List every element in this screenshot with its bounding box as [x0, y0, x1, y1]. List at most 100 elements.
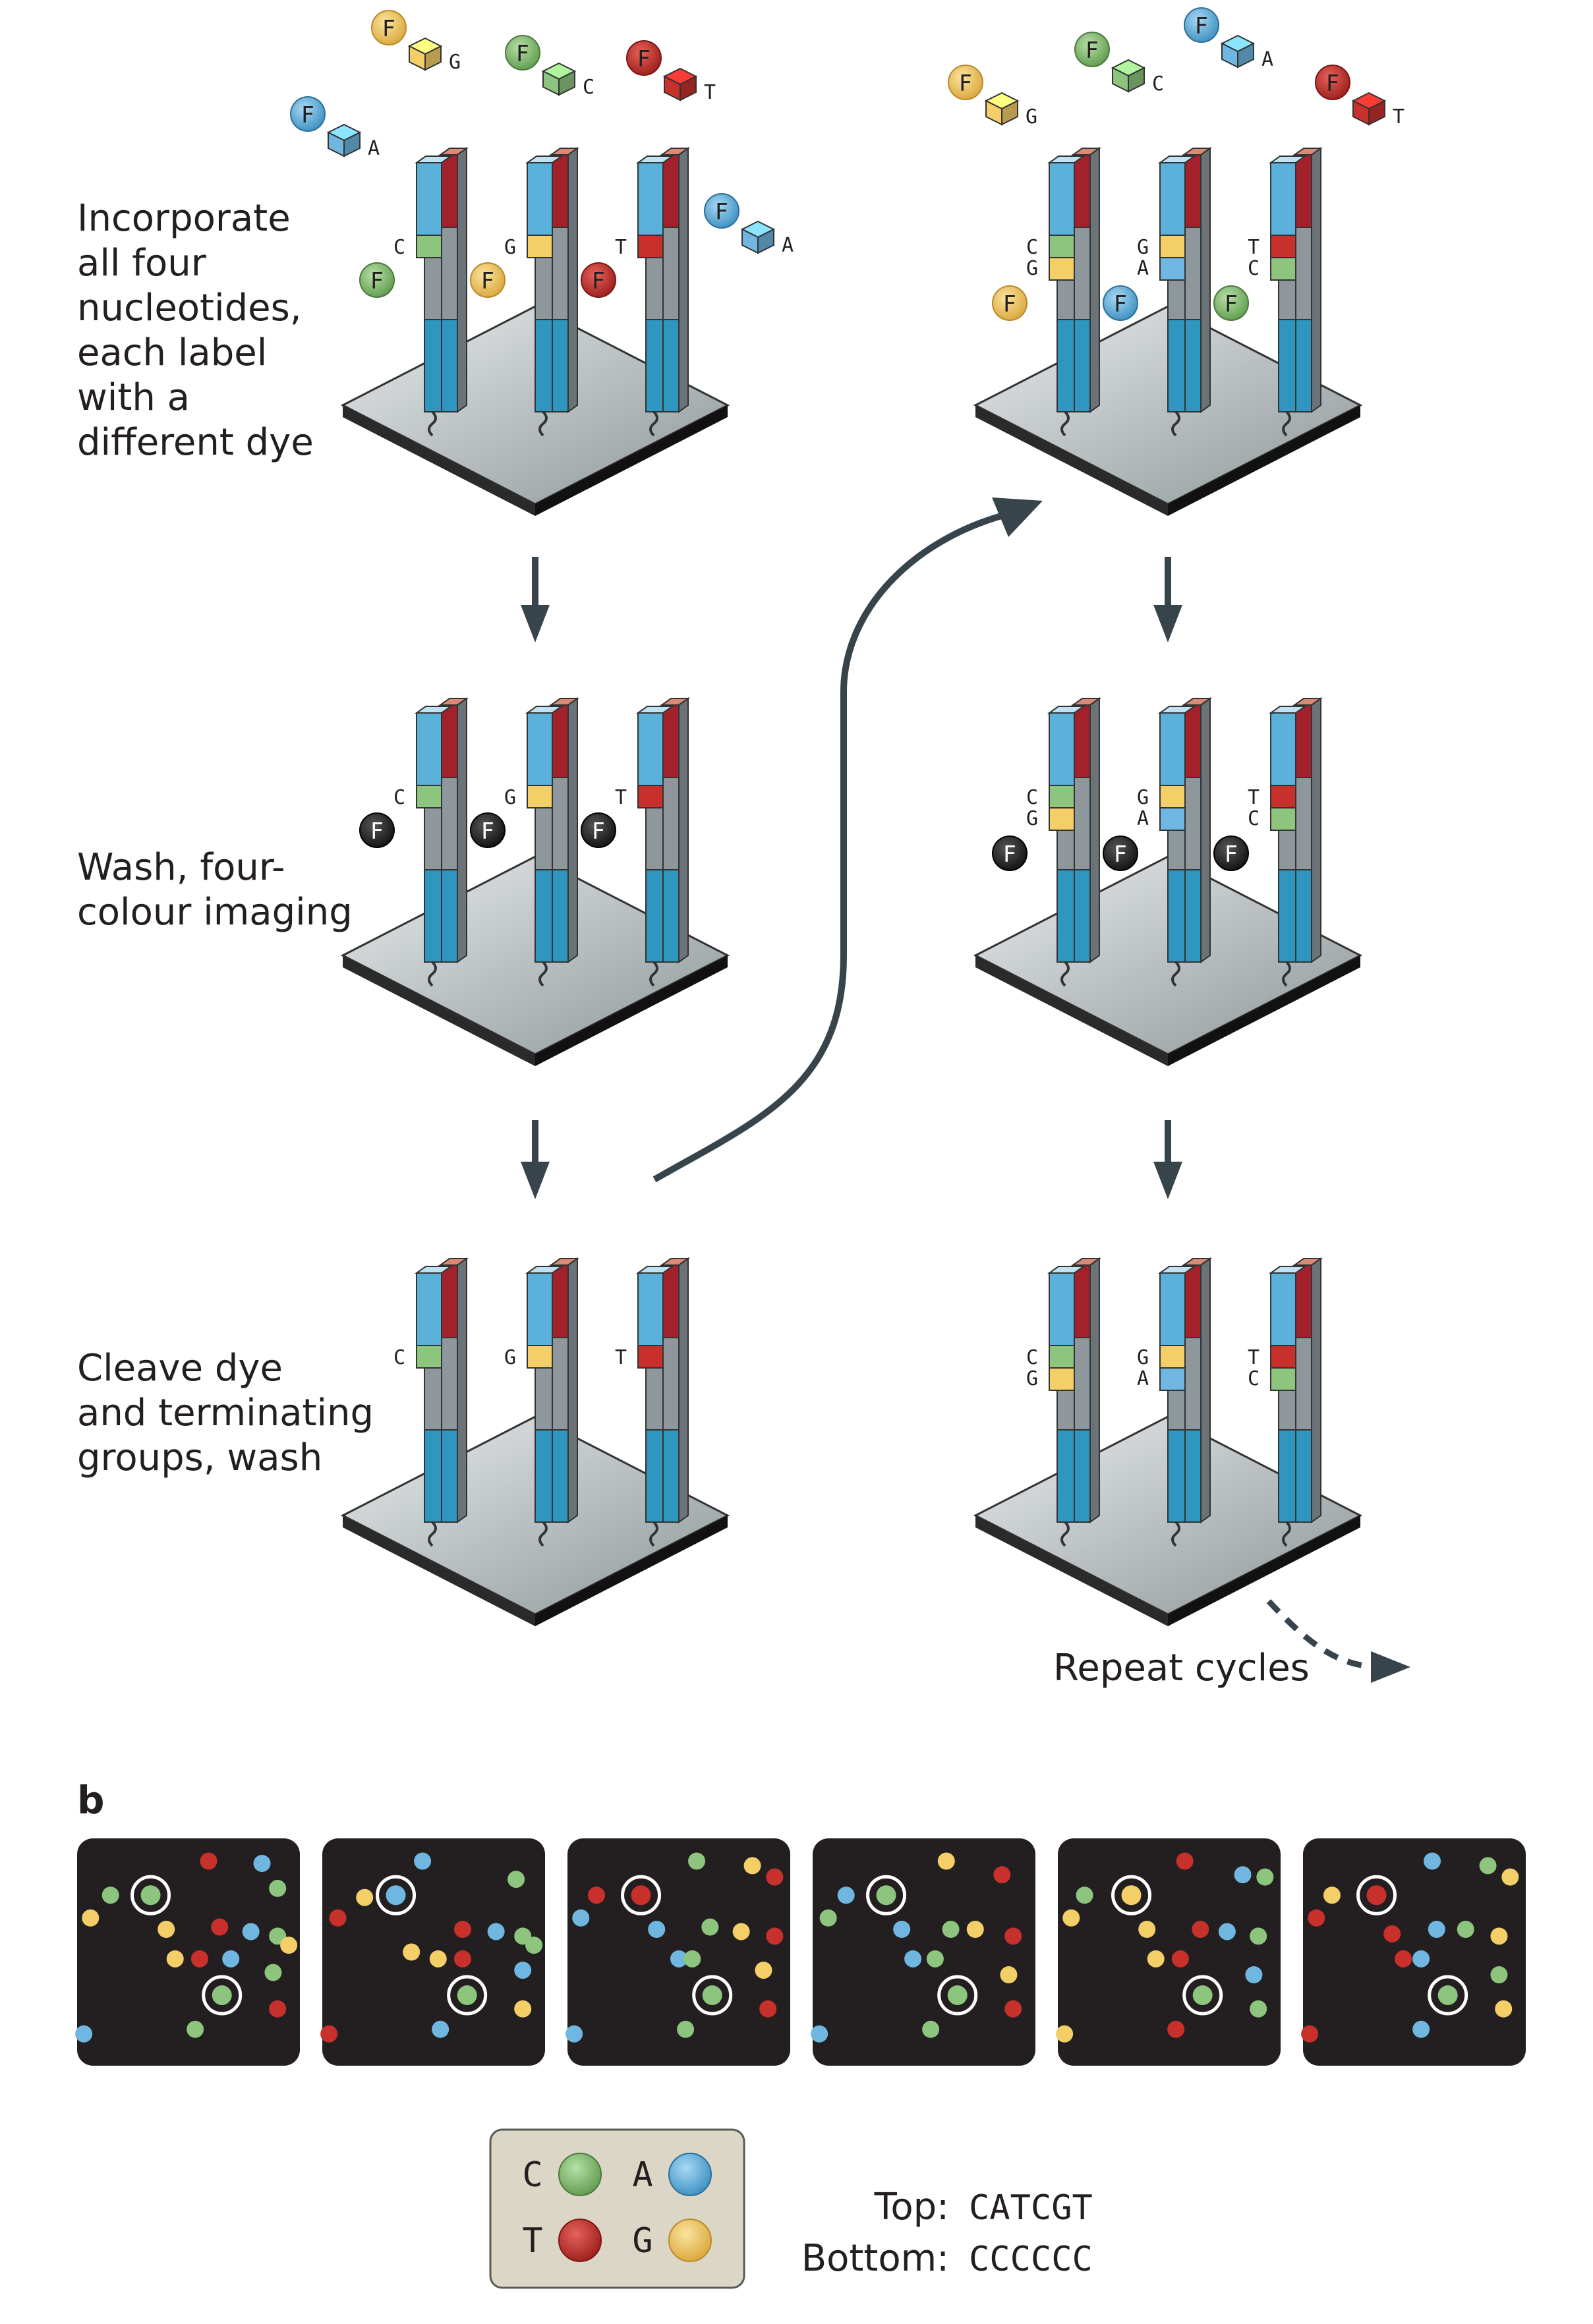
- base-label: G: [1137, 236, 1149, 259]
- cluster-dot: [937, 1852, 955, 1870]
- dna-strand: [635, 697, 691, 987]
- base-label: C: [1026, 786, 1038, 809]
- cluster-dot: [966, 1921, 984, 1938]
- cluster-dot: [1308, 1909, 1325, 1927]
- step-label-incorporate: Incorporate all four nucleotides, each l…: [77, 197, 314, 464]
- dye-f-icon: F: [626, 40, 662, 76]
- cluster-dot: [1501, 1868, 1519, 1886]
- cluster-dot: [701, 1918, 719, 1936]
- base-label: A: [1137, 1367, 1149, 1390]
- cluster-dot: [525, 1937, 543, 1954]
- cluster-dot: [1256, 1868, 1274, 1886]
- cluster-dot: [211, 1918, 229, 1936]
- cluster-image: [565, 1838, 790, 2066]
- svg-text:F: F: [637, 46, 651, 72]
- free-nucleotide: FG: [371, 10, 461, 74]
- nucleotide-cube-icon: [740, 220, 776, 254]
- cluster-dot: [1062, 1909, 1080, 1927]
- nucleotide-letter: A: [782, 234, 794, 257]
- cluster-dot: [732, 1923, 750, 1941]
- top-cluster-ring: [1111, 1875, 1152, 1915]
- cluster-dot: [811, 2025, 828, 2043]
- base-label: G: [504, 786, 516, 809]
- dna-strand: [414, 697, 469, 987]
- svg-text:F: F: [1003, 291, 1016, 318]
- base-label: G: [1026, 257, 1038, 280]
- incorporated-base: [1049, 235, 1075, 258]
- base-label: T: [1248, 236, 1260, 259]
- cluster-dot: [1412, 1950, 1430, 1968]
- nucleotide-letter: A: [368, 137, 380, 160]
- svg-text:F: F: [1003, 841, 1016, 868]
- base-label: T: [615, 1346, 627, 1369]
- repeat-arrow: [1266, 1599, 1410, 1683]
- nucleotide-cube-icon: [1220, 34, 1256, 69]
- cluster-dot: [187, 2020, 204, 2038]
- cluster-dot: [200, 1852, 217, 1870]
- readout-bottom-sequence: CCCCCC: [969, 2240, 1093, 2279]
- base-label: A: [1137, 257, 1149, 280]
- svg-text:F: F: [715, 199, 728, 225]
- cluster-dot: [1000, 1966, 1018, 1983]
- incorporated-base: [1270, 235, 1296, 258]
- free-nucleotide: FG: [948, 65, 1037, 128]
- incorporated-base: [1049, 257, 1075, 281]
- dye-f-icon: F: [290, 96, 326, 132]
- base-label: G: [1026, 807, 1038, 830]
- incorporated-base: [527, 1345, 553, 1369]
- cluster-dot: [766, 1868, 784, 1886]
- cluster-dot: [356, 1888, 374, 1906]
- base-label: A: [1137, 807, 1149, 830]
- dye-f-icon: F: [1213, 285, 1249, 321]
- dye-f-icon: F: [704, 193, 739, 229]
- cluster-dot: [904, 1950, 922, 1968]
- cluster-dot: [1323, 1886, 1341, 1904]
- legend-base-c: C: [522, 2155, 542, 2195]
- cluster-dot: [1383, 1925, 1401, 1942]
- svg-text:F: F: [516, 41, 529, 67]
- incorporated-base: [416, 1345, 442, 1369]
- top-cluster-dot: [140, 1885, 161, 1906]
- cluster-dot: [453, 1950, 471, 1968]
- step-arrows: [521, 557, 1182, 1199]
- dye-f-icon: F: [1213, 836, 1249, 871]
- free-nucleotide: FA: [704, 193, 794, 257]
- cluster-dot: [158, 1921, 175, 1938]
- dye-f-icon: F: [470, 812, 506, 848]
- cluster-dot: [487, 1923, 505, 1941]
- base-label: C: [393, 236, 405, 259]
- svg-text:F: F: [1195, 13, 1208, 40]
- cluster-dot: [743, 1857, 761, 1875]
- bottom-cluster-ring: [1182, 1975, 1223, 2016]
- cluster-dot: [1424, 1852, 1441, 1870]
- incorporated-base: [1270, 807, 1296, 831]
- cluster-dot: [514, 1962, 532, 1979]
- cluster-dot: [190, 1950, 208, 1968]
- nucleotide-cube-icon: [407, 37, 443, 71]
- cluster-image: [811, 1838, 1035, 2066]
- dye-f-icon: F: [948, 65, 983, 100]
- svg-text:F: F: [301, 102, 314, 128]
- nucleotide-letter: C: [583, 76, 594, 99]
- top-cluster-ring: [1356, 1875, 1397, 1915]
- cluster-dot: [1412, 2020, 1430, 2038]
- cluster-image: [320, 1838, 545, 2066]
- cluster-dot: [926, 1950, 944, 1968]
- cluster-dot: [942, 1921, 960, 1938]
- cluster-dot: [1457, 1921, 1474, 1938]
- base-label: G: [1137, 786, 1149, 809]
- legend-swatch-t: [558, 2219, 602, 2262]
- incorporated-base: [1270, 1367, 1296, 1391]
- dna-strand: [525, 147, 580, 437]
- cluster-dot: [269, 2000, 287, 2018]
- incorporated-base: [1270, 785, 1296, 808]
- cluster-image-strip: [75, 1838, 1526, 2066]
- dye-f-icon: F: [359, 262, 395, 298]
- nucleotide-cube-icon: [984, 92, 1020, 126]
- free-nucleotide: FC: [1074, 32, 1164, 96]
- base-label: G: [1026, 1367, 1038, 1390]
- cluster-dot: [507, 1871, 525, 1888]
